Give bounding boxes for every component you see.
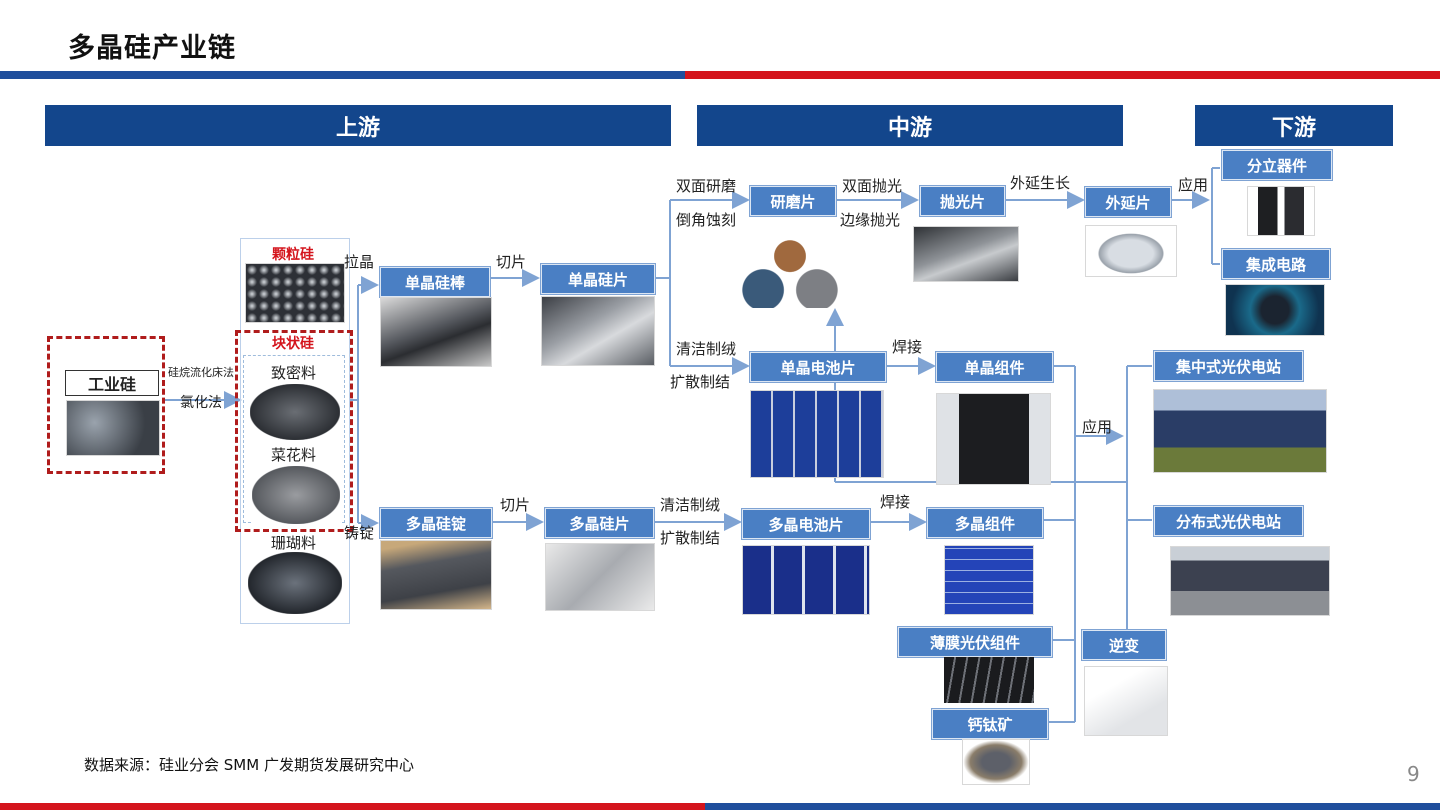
ic-node[interactable]: 集成电路 [1222,249,1330,279]
chunk-si-label: 块状硅 [272,336,314,352]
lapping-wafer-image [742,236,838,308]
process-cut-2: 切片 [500,496,531,514]
poly-module-image [944,545,1034,615]
industrial-si-highlight [47,336,165,474]
dense-si-label: 致密料 [271,364,317,382]
cauliflower-si-label: 菜花料 [271,446,317,464]
poly-cell-image [742,545,870,615]
process-diffusion-2: 扩散制结 [660,529,721,547]
epi-wafer-image [1085,225,1177,277]
poly-cell-node[interactable]: 多晶电池片 [742,509,870,539]
stage-downstream: 下游 [1195,105,1393,146]
discrete-device-node[interactable]: 分立器件 [1222,150,1332,180]
poly-wafer-image [545,543,655,611]
process-apply-1: 应用 [1178,176,1209,194]
process-casting: 铸锭 [344,524,375,542]
mono-wafer-node[interactable]: 单晶硅片 [541,264,655,294]
coral-si-label: 珊瑚料 [271,534,317,552]
process-edge-polish: 边缘抛光 [840,211,901,229]
dense-si-image [250,384,340,440]
polished-wafer-node[interactable]: 抛光片 [920,186,1005,216]
poly-module-node[interactable]: 多晶组件 [927,508,1043,538]
cauliflower-si-image [252,466,340,524]
perovskite-image [962,739,1030,785]
mono-module-image [936,393,1051,485]
perovskite-node[interactable]: 钙钛矿 [932,709,1048,739]
page-title: 多晶硅产业链 [68,33,236,64]
process-weld-1: 焊接 [892,338,923,356]
granular-si-image [245,263,345,323]
process-weld-2: 焊接 [880,493,911,511]
footer-bar-blue [705,803,1440,810]
distributed-pv-image [1170,546,1330,616]
mono-module-node[interactable]: 单晶组件 [936,352,1053,382]
mono-cell-image [750,390,884,478]
polysilicon-panel [240,238,350,624]
process-double-lap: 双面研磨 [676,177,737,195]
thin-film-node[interactable]: 薄膜光伏组件 [898,627,1052,657]
poly-ingot-image [380,540,492,610]
process-siemens-fbr: 硅烷流化床法 [168,366,234,379]
epi-wafer-node[interactable]: 外延片 [1085,187,1171,217]
thin-film-image [944,657,1034,703]
process-chamfer-etch: 倒角蚀刻 [676,211,737,229]
discrete-device-image [1247,186,1315,236]
mono-rod-image [380,297,492,367]
page-number: 9 [1407,762,1420,786]
poly-ingot-node[interactable]: 多晶硅锭 [380,508,492,538]
process-diffusion-1: 扩散制结 [670,373,731,391]
process-crystal-pull: 拉晶 [344,253,375,271]
lapping-wafer-node[interactable]: 研磨片 [750,186,836,216]
process-epitaxy: 外延生长 [1010,174,1071,192]
header-bar-red [685,71,1440,79]
footer-bar-red [0,803,705,810]
header-bar-blue [0,71,685,79]
mono-cell-node[interactable]: 单晶电池片 [750,352,886,382]
central-pv-image [1153,389,1327,473]
stage-midstream: 中游 [697,105,1123,146]
poly-wafer-node[interactable]: 多晶硅片 [545,508,654,538]
inverter-node[interactable]: 逆变 [1082,630,1166,660]
chunk-si-highlight [235,330,353,532]
inverter-image [1084,666,1168,736]
process-clean-texture-1: 清洁制绒 [676,340,737,358]
process-apply-2: 应用 [1082,418,1113,436]
process-cut-1: 切片 [496,253,527,271]
granular-si-label: 颗粒硅 [272,247,314,263]
data-source-note: 数据来源：硅业分会 SMM 广发期货发展研究中心 [84,756,414,774]
mono-rod-node[interactable]: 单晶硅棒 [380,267,490,297]
ic-image [1225,284,1325,336]
coral-si-image [248,552,342,614]
industrial-si-node[interactable]: 工业硅 [65,370,159,396]
distributed-pv-node[interactable]: 分布式光伏电站 [1154,506,1303,536]
polished-wafer-image [913,226,1019,282]
process-chlorination: 氯化法 [180,395,222,411]
mono-wafer-image [541,296,655,366]
central-pv-node[interactable]: 集中式光伏电站 [1154,351,1303,381]
industrial-si-image [66,400,160,456]
process-double-polish: 双面抛光 [842,177,903,195]
process-clean-texture-2: 清洁制绒 [660,496,721,514]
stage-upstream: 上游 [45,105,671,146]
